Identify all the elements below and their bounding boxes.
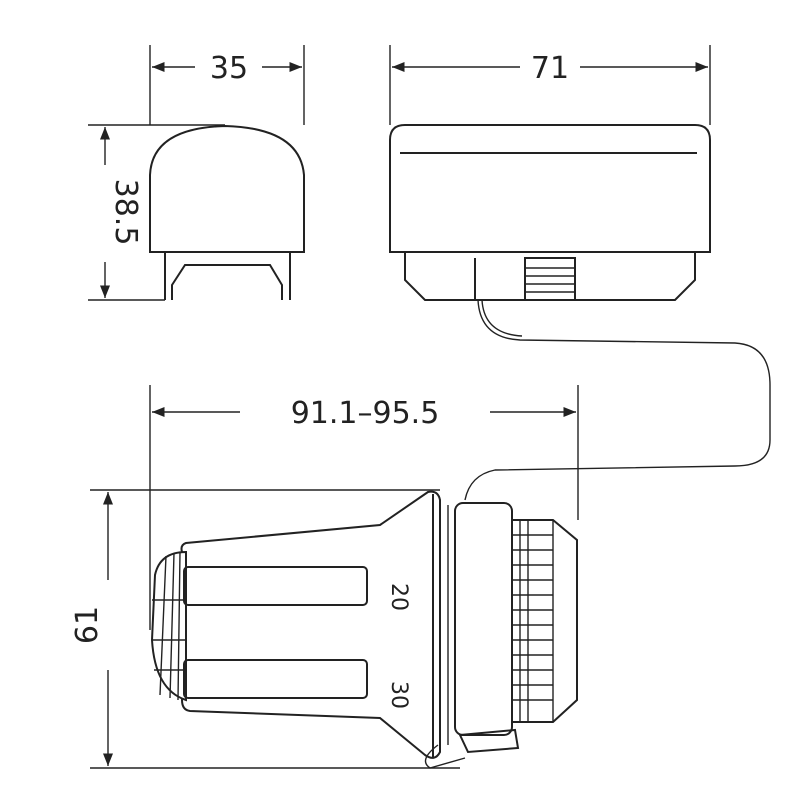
dimension-label: 35	[210, 51, 248, 86]
dimension-label: 71	[531, 51, 569, 86]
scale-label-20: 20	[386, 583, 411, 611]
dimension-head-height: 61	[70, 489, 460, 769]
scale-label-30: 30	[386, 681, 411, 709]
valve-adapter	[424, 502, 578, 769]
capillary-tube-edge	[481, 299, 523, 337]
dimension-head-length: 91.1–95.5	[149, 385, 579, 630]
dimension-sensor-width: 35	[149, 45, 305, 125]
dimension-sensor-height: 38.5	[88, 124, 225, 301]
dimension-label: 38.5	[108, 179, 143, 246]
dimension-label: 91.1–95.5	[291, 396, 440, 431]
thermostat-head: 20 30	[150, 490, 441, 759]
sensor-side-view	[149, 124, 305, 300]
dimension-sensor-length: 71	[389, 45, 711, 125]
dimension-label: 61	[70, 606, 105, 644]
capillary-tube	[464, 299, 771, 501]
sensor-front-view	[389, 124, 711, 301]
